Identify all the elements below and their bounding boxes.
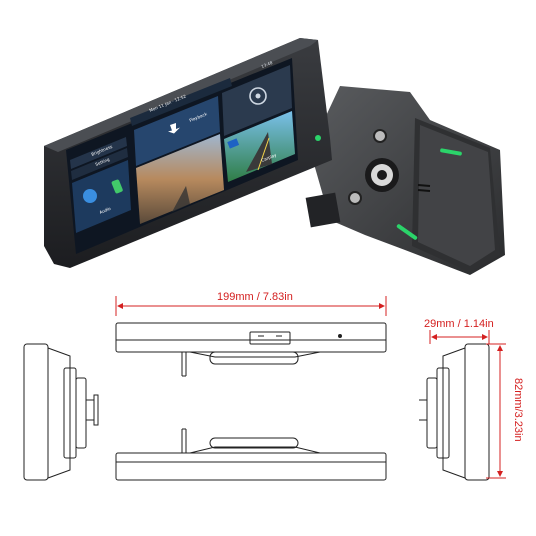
mount-bracket	[305, 86, 505, 275]
depth-dimension: 29mm / 1.14in	[424, 318, 494, 344]
route-badge	[227, 138, 240, 149]
navigation-map[interactable]	[224, 111, 295, 182]
status-right: 13:48	[261, 60, 274, 69]
device-product-render: Mon 11 Jan · 12:52 Brightness Setting Au…	[44, 38, 505, 275]
top-view-drawing	[115, 322, 387, 377]
led-strip-bottom	[396, 224, 418, 240]
playback-tile[interactable]: Playback	[134, 96, 224, 224]
width-label: 199mm / 7.83in	[217, 291, 293, 303]
audio-label: Audio	[99, 206, 112, 215]
right-side-view-drawing	[419, 343, 490, 481]
battery-icon	[83, 189, 97, 203]
ratchet-knob	[365, 158, 399, 192]
steering-wheel-icon	[249, 87, 267, 105]
height-dimension: 82mm/3.23in	[486, 343, 524, 479]
width-dimension: 199mm / 7.83in	[115, 291, 387, 316]
phone-icon	[111, 179, 123, 194]
display-unit: Mon 11 Jan · 12:52 Brightness Setting Au…	[44, 38, 332, 268]
audio-tile[interactable]: Audio	[72, 160, 131, 233]
download-icon	[168, 123, 180, 134]
depth-label: 29mm / 1.14in	[424, 318, 494, 330]
playback-label: Playback	[189, 111, 209, 123]
height-label: 82mm/3.23in	[512, 378, 524, 442]
menu-setting[interactable]: Setting	[95, 157, 111, 167]
carplay-label: Carplay	[261, 152, 278, 163]
left-menu: Brightness Setting	[70, 137, 128, 180]
road-photo	[136, 134, 224, 224]
led-strip-top	[440, 148, 462, 156]
power-led	[315, 135, 321, 141]
right-tiles: 13:48 Carplay	[222, 60, 295, 182]
bottom-view-drawing	[115, 428, 387, 481]
left-side-view-drawing	[23, 343, 99, 481]
